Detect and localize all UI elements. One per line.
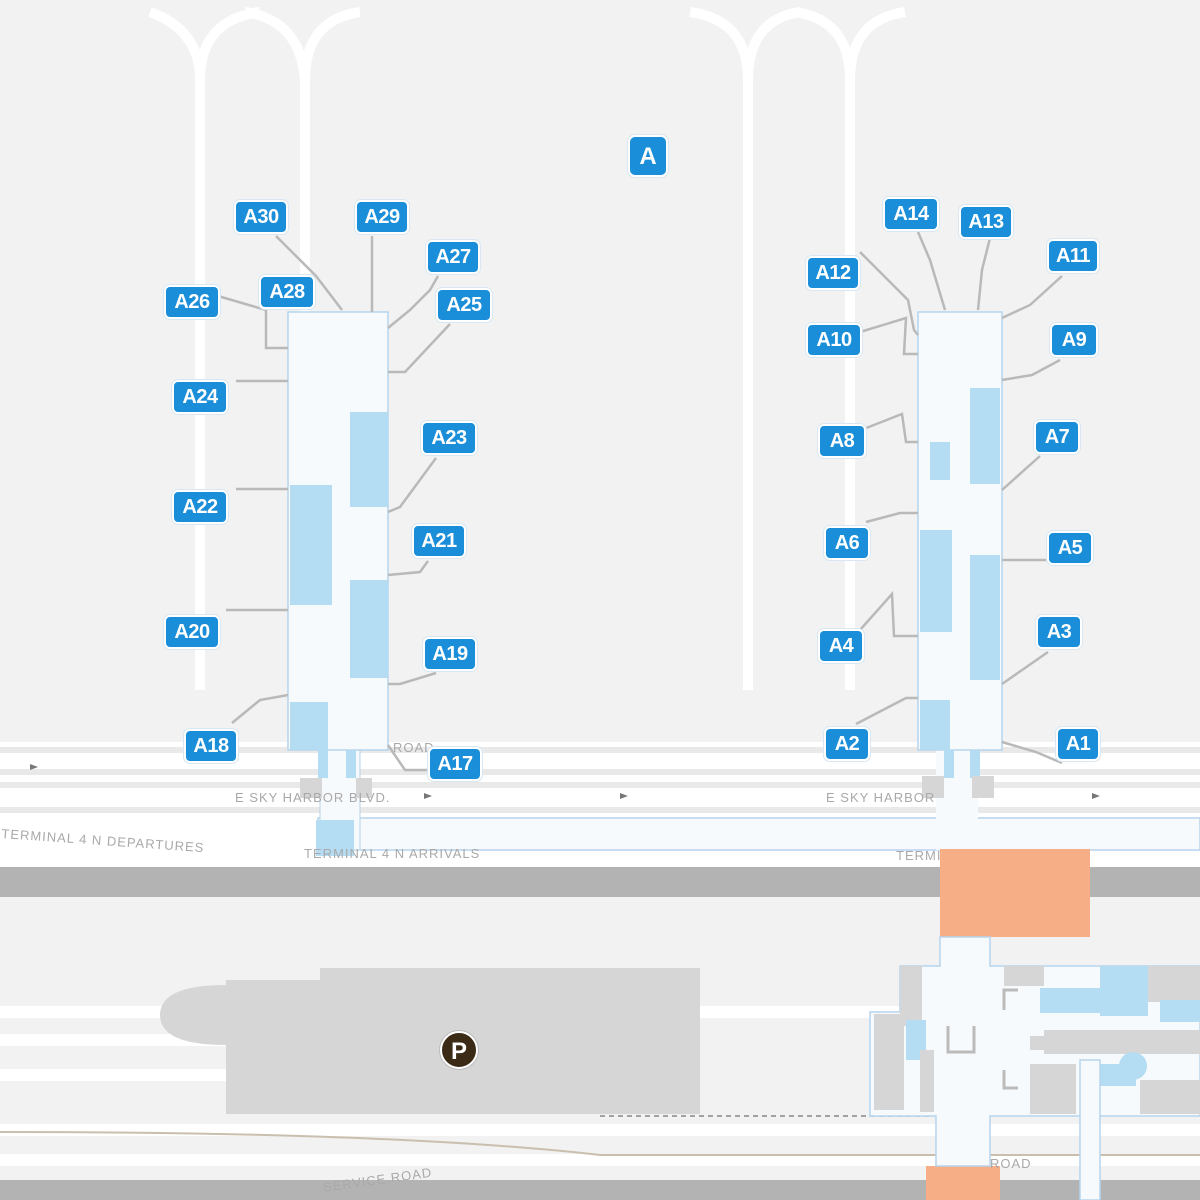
holdroom — [346, 750, 356, 778]
gate-a22[interactable]: A22 — [172, 490, 228, 524]
gate-a18[interactable]: A18 — [184, 729, 238, 763]
building-block — [1044, 1030, 1200, 1054]
gate-a11[interactable]: A11 — [1047, 239, 1099, 273]
road-label-e-sky-harbor: E SKY HARBOR — [826, 790, 936, 805]
holdroom — [350, 580, 388, 678]
gate-a8[interactable]: A8 — [818, 424, 866, 458]
gate-a12[interactable]: A12 — [806, 256, 860, 290]
service-block — [972, 776, 994, 798]
road-label-road: ROAD — [393, 740, 435, 755]
service-block — [922, 776, 944, 798]
terminal-a-badge[interactable]: A — [628, 135, 668, 177]
gate-a9[interactable]: A9 — [1050, 323, 1098, 357]
road-label-road-bottom: ROAD — [990, 1156, 1032, 1171]
gate-a20[interactable]: A20 — [164, 615, 220, 649]
building-block — [1148, 966, 1200, 1002]
gate-a28[interactable]: A28 — [259, 275, 315, 309]
holdroom — [350, 412, 388, 507]
holdroom — [290, 485, 332, 605]
connector-corridor — [317, 817, 1200, 851]
building-block — [1004, 966, 1044, 986]
gate-a30[interactable]: A30 — [234, 200, 288, 234]
holdroom — [920, 700, 950, 750]
road-label-t4n-arrivals: TERMINAL 4 N ARRIVALS — [304, 846, 481, 861]
gate-a24[interactable]: A24 — [172, 380, 228, 414]
gate-a10[interactable]: A10 — [806, 323, 862, 357]
holdroom — [930, 442, 950, 480]
gate-a27[interactable]: A27 — [426, 240, 480, 274]
holdroom — [970, 388, 1000, 484]
holdroom — [1100, 966, 1148, 1016]
building-block — [1030, 1036, 1044, 1050]
vertical-corridor — [1079, 1059, 1101, 1200]
gate-a25[interactable]: A25 — [436, 288, 492, 322]
building-block — [874, 1014, 904, 1110]
holdroom — [970, 750, 980, 778]
gate-a23[interactable]: A23 — [421, 421, 477, 455]
road-label-termi: TERMI — [896, 848, 942, 863]
orange-area — [926, 1166, 1000, 1200]
road-band-lower — [0, 1180, 1200, 1200]
service-block — [300, 778, 322, 798]
holdroom — [944, 750, 954, 778]
connector-ramp — [316, 820, 354, 856]
gate-a2[interactable]: A2 — [824, 727, 870, 761]
parking-icon[interactable]: P — [440, 1031, 478, 1069]
holdroom — [1119, 1052, 1147, 1080]
building-block — [900, 966, 922, 1026]
rail-line — [0, 1131, 1200, 1156]
gate-a5[interactable]: A5 — [1047, 531, 1093, 565]
stair-outlines — [946, 988, 1018, 1090]
gate-a17[interactable]: A17 — [428, 747, 482, 781]
gate-a19[interactable]: A19 — [423, 637, 477, 671]
gate-a21[interactable]: A21 — [412, 524, 466, 558]
service-block — [356, 778, 372, 798]
gate-a4[interactable]: A4 — [818, 629, 864, 663]
taxiway-lines — [148, 7, 906, 690]
gate-a13[interactable]: A13 — [959, 205, 1013, 239]
building-block — [1030, 1064, 1076, 1114]
building-block — [1140, 1080, 1200, 1114]
holdroom — [970, 555, 1000, 680]
holdroom — [318, 750, 328, 778]
gate-a3[interactable]: A3 — [1036, 615, 1082, 649]
orange-area — [940, 849, 1090, 937]
holdroom — [290, 702, 328, 750]
gate-a29[interactable]: A29 — [355, 200, 409, 234]
building-block — [920, 1050, 934, 1112]
gate-a26[interactable]: A26 — [164, 285, 220, 319]
holdroom — [920, 530, 952, 632]
road-label-e-sky-harbor-blvd: E SKY HARBOR BLVD. — [235, 790, 391, 805]
gate-leader-lines — [217, 231, 1063, 772]
holdroom — [1160, 1000, 1200, 1022]
gate-a1[interactable]: A1 — [1056, 727, 1100, 761]
gate-a6[interactable]: A6 — [824, 526, 870, 560]
gate-a7[interactable]: A7 — [1034, 420, 1080, 454]
parking-garage — [160, 968, 700, 1114]
gate-a14[interactable]: A14 — [883, 197, 939, 231]
